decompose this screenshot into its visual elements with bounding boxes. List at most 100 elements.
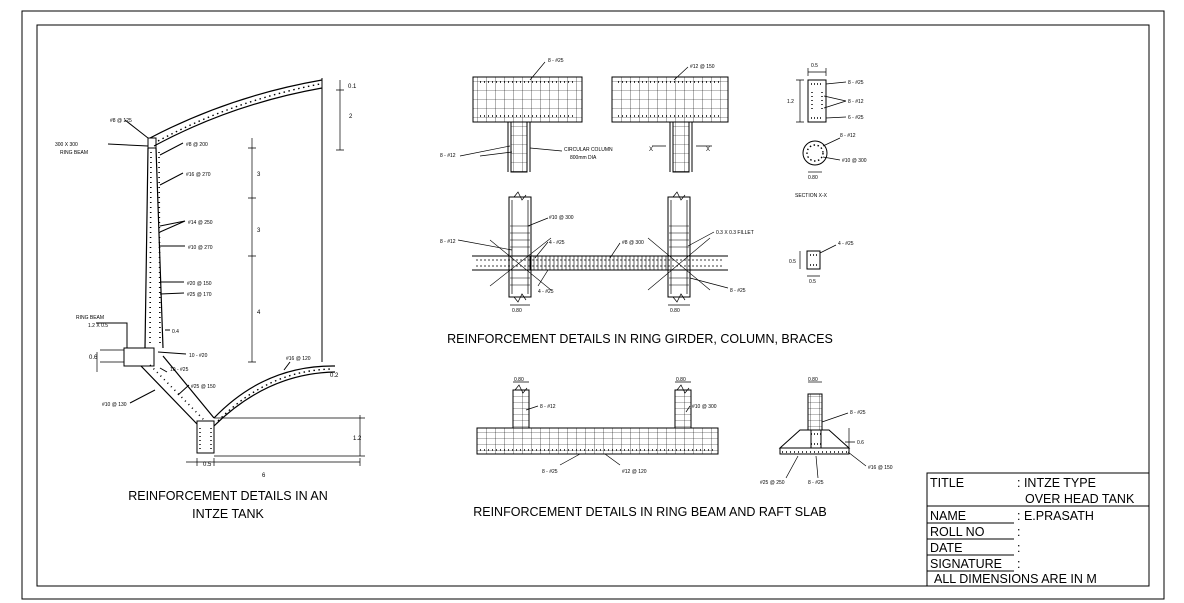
label-circ-col: CIRCULAR COLUMN xyxy=(564,147,613,153)
tb-signature-value: : xyxy=(1017,557,1020,571)
label-col-dim-left: 0.80 xyxy=(512,308,522,314)
label-raft-col-dim-right: 0.80 xyxy=(676,377,686,383)
label-ring-beam-bottom: RING BEAM xyxy=(76,315,104,321)
label-brace-top: 4 - #25 xyxy=(549,240,565,246)
label-ring-beam-top-2: RING BEAM xyxy=(60,150,88,156)
dim-2: 2 xyxy=(349,114,353,120)
tb-roll-value: : xyxy=(1017,525,1020,539)
top-dome xyxy=(149,79,323,139)
dim-02: 0.2 xyxy=(330,373,339,379)
tb-title-value-1: : INTZE TYPE xyxy=(1017,476,1096,490)
label-col-dim-right: 0.80 xyxy=(670,308,680,314)
bottom-dome xyxy=(213,365,336,419)
label-dome-bar: #8 @ 125 xyxy=(110,118,132,124)
label-raft-col-bars: 8 - #12 xyxy=(540,404,556,410)
label-wall-4: #10 @ 270 xyxy=(188,245,213,251)
label-cone-bar-2: #10 @ 130 xyxy=(102,402,127,408)
tb-name-key: NAME xyxy=(930,509,966,523)
label-ring-beam-bars-2: 10 - #25 xyxy=(170,367,189,373)
tb-roll-key: ROLL NO xyxy=(930,525,985,539)
label-sec-bot: 6 - #25 xyxy=(848,115,864,121)
label-girder-top-left: 8 - #25 xyxy=(548,58,564,64)
inner-border xyxy=(36,24,1150,587)
label-sec-top: 8 - #25 xyxy=(848,80,864,86)
dim-3b: 3 xyxy=(257,228,261,234)
label-wall-6: #25 @ 170 xyxy=(187,292,212,298)
dim-12: 1.2 xyxy=(353,436,362,442)
raft-slab-labels: 0.80 0.80 8 - #12 #10 @ 300 8 - #25 #12 … xyxy=(514,377,893,486)
dim-4: 4 xyxy=(257,310,261,316)
raft-slab-section xyxy=(476,381,867,479)
label-wall-5: #20 @ 150 xyxy=(187,281,212,287)
label-bottom-dome-bar: #16 @ 120 xyxy=(286,356,311,362)
conical-slab xyxy=(140,355,215,425)
label-brace-left: 8 - #12 xyxy=(440,239,456,245)
tb-signature-key: SIGNATURE xyxy=(930,557,1002,571)
label-brace-sec-h: 0.5 xyxy=(789,259,796,265)
dim-6: 6 xyxy=(262,473,266,479)
label-sec-dim-h: 1.2 xyxy=(787,99,794,105)
top-ring-beam xyxy=(147,137,157,149)
label-ped-top: 8 - #25 xyxy=(850,410,866,416)
section-mark-left: X xyxy=(649,147,653,153)
dim-01: 0.1 xyxy=(348,84,357,90)
bottom-ring-beam xyxy=(123,347,155,367)
tb-date-key: DATE xyxy=(930,541,962,555)
label-fillet: 0.3 X 0.3 FILLET xyxy=(716,230,754,236)
label-brace-stir: #8 @ 300 xyxy=(622,240,644,246)
label-wall-2: #16 @ 270 xyxy=(186,172,211,178)
label-sec-mid: 8 - #12 xyxy=(848,99,864,105)
label-ring-beam-bottom-2: 1.2 X 0.5 xyxy=(88,323,108,329)
label-raft-bot-left: 8 - #25 xyxy=(542,469,558,475)
caption-intze-line1: REINFORCEMENT DETAILS IN AN xyxy=(128,489,328,503)
label-ped-left: #25 @ 250 xyxy=(760,480,785,486)
intze-tank-section xyxy=(96,78,365,466)
label-circ-tie: #10 @ 300 xyxy=(842,158,867,164)
label-ped-bot: 8 - #25 xyxy=(808,480,824,486)
label-cone-bar: #25 @ 150 xyxy=(191,384,216,390)
label-ped-dim-2: 0.6 xyxy=(857,440,864,446)
braces-labels: #10 @ 300 8 - #12 4 - #25 #8 @ 300 0.3 X… xyxy=(440,215,854,314)
label-girder-top-right: #12 @ 150 xyxy=(690,64,715,70)
section-mark-right: X xyxy=(706,147,710,153)
tank-wall xyxy=(144,147,164,349)
label-wall-7: 0.4 xyxy=(172,329,179,335)
caption-intze-line2: INTZE TANK xyxy=(192,507,264,521)
label-wall-1: #8 @ 200 xyxy=(186,142,208,148)
label-raft-col-tie: #10 @ 300 xyxy=(692,404,717,410)
label-brace-right: 8 - #25 xyxy=(730,288,746,294)
top-dome-inner xyxy=(153,87,323,147)
label-sec-dim-w: 0.5 xyxy=(811,63,818,69)
label-ped-dim: 0.80 xyxy=(808,377,818,383)
label-wall-3: #14 @ 250 xyxy=(188,220,213,226)
outer-border xyxy=(21,10,1165,600)
label-brace-bot: 4 - #25 xyxy=(538,289,554,295)
caption-ring-girder: REINFORCEMENT DETAILS IN RING GIRDER, CO… xyxy=(447,332,833,346)
ring-girder-section xyxy=(459,61,847,173)
title-block xyxy=(926,472,1150,587)
label-raft-col-dim-left: 0.80 xyxy=(514,377,524,383)
dim-3a: 3 xyxy=(257,172,261,178)
tb-title-key: TITLE xyxy=(930,476,964,490)
tb-title-value-2: OVER HEAD TANK xyxy=(1025,492,1135,506)
title-block-text: TITLE : INTZE TYPE OVER HEAD TANK NAME :… xyxy=(930,476,1135,586)
braces-section xyxy=(457,191,837,306)
dim-05: 0.5 xyxy=(203,462,212,468)
label-raft-bot-right: #12 @ 120 xyxy=(622,469,647,475)
bottom-ring-girder xyxy=(196,420,215,454)
label-brace-tie: #10 @ 300 xyxy=(549,215,574,221)
tb-note: ALL DIMENSIONS ARE IN M xyxy=(934,572,1097,586)
label-girder-left-bars: 8 - #12 xyxy=(440,153,456,159)
label-circ-dim: 0.80 xyxy=(808,175,818,181)
label-ped-right: #16 @ 150 xyxy=(868,465,893,471)
ring-girder-labels: 8 - #25 #12 @ 150 8 - #12 CIRCULAR COLUM… xyxy=(440,58,867,199)
label-ring-beam-top: 300 X 300 xyxy=(55,142,78,148)
dim-06: 0.6 xyxy=(89,355,98,361)
label-circ-bar: 8 - #12 xyxy=(840,133,856,139)
label-circ-col-2: 800mm DIA xyxy=(570,155,597,161)
caption-ring-beam: REINFORCEMENT DETAILS IN RING BEAM AND R… xyxy=(473,505,827,519)
label-brace-sec-w: 0.5 xyxy=(809,279,816,285)
tb-name-value: : E.PRASATH xyxy=(1017,509,1094,523)
